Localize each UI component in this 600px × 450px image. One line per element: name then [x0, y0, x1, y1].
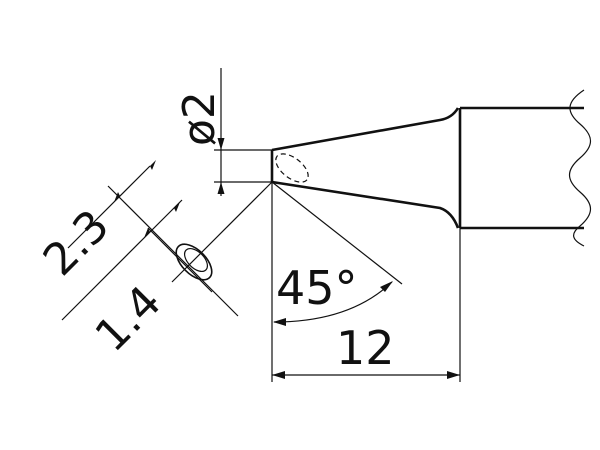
diameter-label: ø2	[174, 91, 225, 146]
shank-break-line	[568, 89, 592, 247]
bevel-face-view: 2.3 1.4	[34, 160, 273, 362]
width-1-4-arrow-1	[174, 202, 180, 212]
width-2-3-dim-line	[67, 165, 151, 249]
diameter-arrow-top	[217, 138, 225, 150]
length-arrow-left	[272, 371, 285, 379]
tip-body-outline	[270, 89, 592, 247]
bevel-ext-line-1	[107, 185, 239, 317]
angle-arrow-right	[380, 281, 393, 292]
angle-arrow-left	[273, 318, 286, 326]
diameter-dimension: ø2	[174, 68, 272, 196]
width-1-4-dim-line	[61, 199, 183, 321]
angle-dimension: 45°	[271, 181, 403, 330]
width-2-3-label: 2.3	[34, 200, 120, 286]
bevel-face-outer-ellipse	[175, 243, 213, 281]
length-arrow-right	[447, 371, 460, 379]
bevel-face-inner-ellipse	[183, 247, 209, 273]
angle-label: 45°	[276, 261, 358, 315]
length-label: 12	[336, 321, 395, 375]
width-2-3-arrow-1	[150, 160, 156, 170]
diameter-arrow-bottom	[217, 182, 225, 194]
bevel-ext-line-2	[147, 227, 213, 293]
bevel-ext-line-3	[171, 181, 273, 283]
angle-arc	[273, 281, 393, 323]
width-1-4-label: 1.4	[86, 276, 172, 362]
angle-ext-diagonal	[271, 181, 403, 285]
width-1-4-arrow-2	[144, 228, 150, 238]
width-2-3-arrow-2	[114, 192, 120, 202]
length-dimension: 12	[271, 228, 461, 382]
tip-taper-upper	[271, 107, 460, 152]
bevel-face-hidden-outline	[275, 153, 309, 183]
tip-taper-lower	[271, 180, 460, 229]
